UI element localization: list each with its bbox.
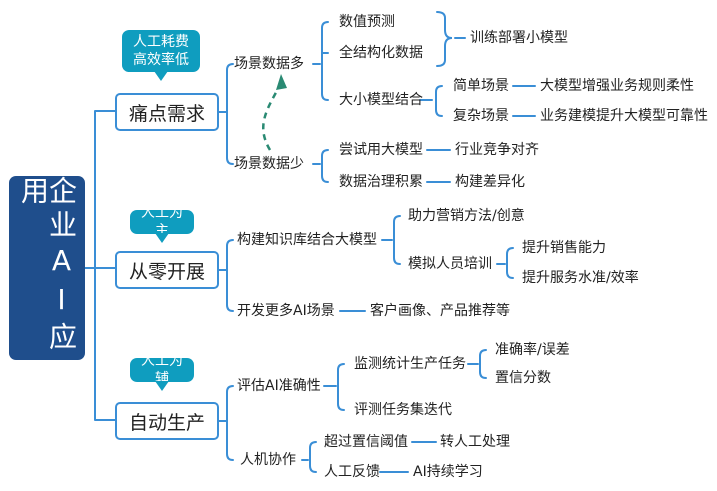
node-knowledge-base: 构建知识库结合大模型	[237, 232, 377, 248]
node-confidence-score: 置信分数	[495, 370, 551, 386]
node-try-llm: 尝试用大模型	[339, 142, 423, 158]
node-govern-outcome: 构建差异化	[455, 174, 525, 190]
node-human-feedback: 人工反馈	[324, 464, 380, 480]
node-human-machine: 人机协作	[240, 452, 296, 468]
node-ai-learning: AI持续学习	[413, 464, 483, 480]
node-data-more: 场景数据多	[234, 56, 304, 72]
node-sales-ability: 提升销售能力	[522, 240, 606, 256]
node-simple-scene: 简单场景	[453, 78, 509, 94]
tag-zero: 人工为主	[130, 205, 194, 243]
node-service-level: 提升服务水准/效率	[522, 270, 639, 286]
node-numeric-predict: 数值预测	[339, 14, 395, 30]
node-test-set-iterate: 评测任务集迭代	[354, 402, 452, 418]
node-over-threshold: 超过置信阈值	[324, 434, 408, 450]
node-complex-outcome: 业务建模提升大模型可靠性	[540, 108, 708, 124]
node-accuracy-error: 准确率/误差	[495, 342, 570, 358]
tag-auto: 人工为辅	[130, 353, 194, 391]
node-to-human: 转人工处理	[440, 434, 510, 450]
category-pain: 痛点需求	[115, 93, 219, 131]
node-customer-profile: 客户画像、产品推荐等	[370, 303, 510, 319]
tag-pain: 人工耗费高效率低	[122, 30, 200, 81]
node-structured-data: 全结构化数据	[339, 45, 423, 61]
node-staff-training: 模拟人员培训	[408, 256, 492, 272]
node-simple-outcome: 大模型增强业务规则柔性	[540, 78, 694, 94]
category-auto: 自动生产	[115, 402, 219, 440]
node-complex-scene: 复杂场景	[453, 108, 509, 124]
root-node: 企业AI应用	[9, 176, 85, 360]
node-eval-accuracy: 评估AI准确性	[237, 378, 321, 394]
node-data-less: 场景数据少	[234, 156, 304, 172]
node-more-ai-scenes: 开发更多AI场景	[237, 303, 335, 319]
node-train-small-model: 训练部署小模型	[470, 30, 568, 46]
category-zero: 从零开展	[115, 251, 219, 289]
node-model-mix: 大小模型结合	[339, 92, 423, 108]
node-data-govern: 数据治理积累	[339, 174, 423, 190]
node-monitor-tasks: 监测统计生产任务	[354, 356, 466, 372]
node-try-outcome: 行业竞争对齐	[455, 142, 539, 158]
node-marketing-help: 助力营销方法/创意	[408, 208, 525, 224]
